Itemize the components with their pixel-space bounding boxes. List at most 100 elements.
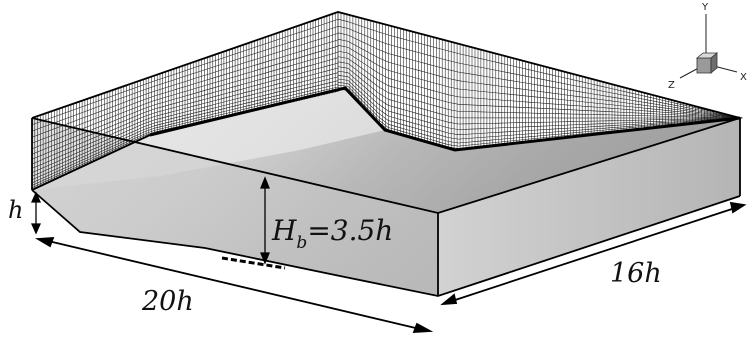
- mesh-line: [428, 135, 439, 139]
- mesh-line: [428, 89, 439, 93]
- mesh-line: [528, 137, 540, 140]
- mesh-line: [418, 61, 429, 65]
- mesh-line: [709, 116, 720, 118]
- mesh-line: [589, 97, 600, 100]
- mesh-line: [82, 145, 94, 151]
- mesh-line: [639, 98, 650, 101]
- mesh-line: [659, 104, 670, 107]
- mesh-line: [357, 65, 369, 74]
- mesh-line: [31, 175, 43, 181]
- mesh-line: [398, 118, 409, 122]
- mesh-line: [488, 105, 499, 107]
- mesh-line: [52, 171, 63, 177]
- mesh-line: [559, 108, 570, 110]
- mesh-line: [559, 99, 570, 101]
- mesh-line: [276, 92, 288, 96]
- mesh-line: [629, 109, 640, 111]
- mesh-line: [133, 116, 145, 122]
- mesh-line: [184, 105, 196, 109]
- mesh-line: [62, 132, 73, 137]
- mesh-line: [184, 115, 196, 119]
- mesh-line: [286, 58, 298, 62]
- mesh-line: [367, 59, 379, 66]
- mesh-line: [388, 120, 399, 124]
- mesh-line: [649, 124, 660, 127]
- mesh-line: [559, 130, 570, 132]
- mesh-line: [31, 127, 43, 132]
- mesh-line: [448, 122, 459, 125]
- mesh-line: [103, 120, 114, 126]
- mesh-line: [113, 120, 124, 126]
- mesh-line: [448, 102, 459, 105]
- mesh-line: [164, 98, 175, 103]
- mesh-line: [307, 88, 318, 92]
- mesh-line: [31, 154, 43, 160]
- mesh-line: [418, 135, 429, 140]
- mesh-line: [113, 140, 124, 147]
- mesh-line: [31, 120, 43, 125]
- mesh-line: [699, 118, 710, 120]
- mesh-line: [317, 48, 328, 53]
- mesh-line: [52, 146, 63, 151]
- mesh-line: [82, 113, 94, 119]
- mesh-line: [458, 133, 469, 135]
- mesh-line: [327, 62, 339, 67]
- mesh-line: [174, 100, 186, 104]
- mesh-line: [569, 133, 580, 136]
- mesh-line: [133, 135, 145, 141]
- mesh-line: [508, 139, 519, 142]
- mesh-line: [123, 107, 135, 113]
- mesh-line: [144, 131, 155, 137]
- mesh-line: [347, 86, 359, 97]
- mesh-line: [154, 129, 165, 133]
- mesh-line: [569, 78, 580, 82]
- mesh-line: [358, 24, 369, 29]
- mesh-line: [93, 154, 104, 160]
- mesh-line: [195, 80, 206, 84]
- mesh-line: [609, 96, 620, 99]
- mesh-line: [276, 36, 288, 41]
- mesh-line: [123, 133, 135, 139]
- mesh-line: [174, 115, 186, 119]
- mesh-line: [347, 83, 359, 94]
- mesh-line: [256, 77, 267, 81]
- mesh-line: [276, 55, 288, 59]
- mesh-line: [184, 97, 196, 101]
- mesh-line: [42, 145, 53, 151]
- mesh-line: [215, 97, 226, 101]
- mesh-line: [62, 154, 73, 160]
- mesh-line: [367, 94, 379, 105]
- mesh-line: [679, 111, 690, 114]
- mesh-line: [398, 130, 409, 134]
- mesh-line: [699, 119, 710, 121]
- mesh-line: [498, 99, 509, 101]
- mesh-line: [468, 81, 479, 84]
- mesh-line: [337, 18, 349, 22]
- mesh-line: [337, 66, 349, 69]
- mesh-line: [569, 129, 580, 132]
- mesh-line: [154, 97, 165, 101]
- mesh-line: [195, 118, 206, 121]
- mesh-line: [266, 101, 277, 105]
- mesh-line: [82, 157, 94, 163]
- mesh-line: [518, 101, 530, 103]
- mesh-line: [144, 108, 155, 113]
- mesh-line: [569, 109, 580, 111]
- mesh-line: [93, 150, 104, 156]
- mesh-line: [123, 98, 135, 103]
- mesh-line: [52, 130, 63, 136]
- mesh-line: [327, 86, 339, 90]
- mesh-line: [347, 63, 359, 72]
- mesh-line: [378, 57, 389, 63]
- mesh-line: [215, 79, 226, 83]
- mesh-line: [246, 52, 257, 57]
- mesh-line: [508, 72, 519, 76]
- mesh-line: [468, 137, 479, 139]
- mesh-line: [31, 163, 43, 169]
- mesh-line: [307, 45, 318, 50]
- mesh-line: [619, 105, 630, 107]
- mesh-line: [448, 141, 459, 144]
- mesh-line: [438, 124, 449, 129]
- mesh-line: [72, 112, 84, 117]
- mesh-line: [276, 81, 288, 85]
